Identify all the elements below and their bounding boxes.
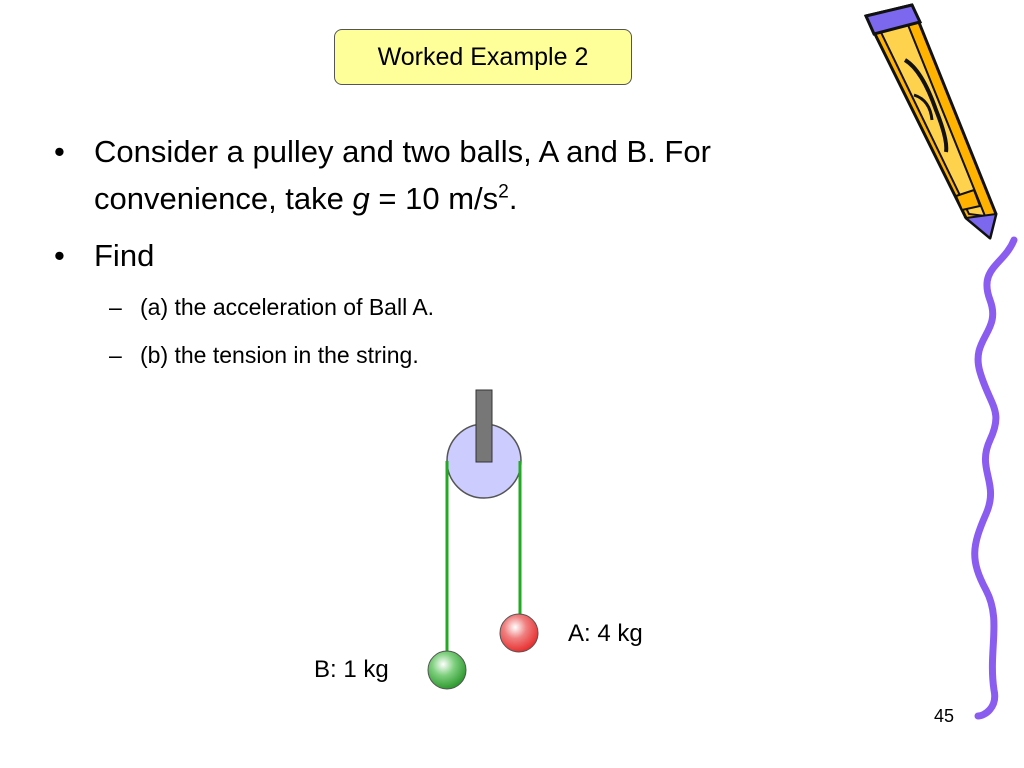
pulley-diagram — [427, 389, 539, 690]
bullet-symbol: • — [54, 134, 65, 169]
ball-a-label: A: 4 kg — [568, 620, 643, 647]
squiggle-decoration — [971, 236, 1018, 720]
bullet-item-1: • Consider a pulley and two balls, A and… — [54, 128, 711, 222]
slide-page-number: 45 — [934, 706, 955, 726]
ball-b — [427, 650, 467, 690]
sub-item-a-text: (a) the acceleration of Ball A. — [140, 294, 435, 320]
bullet-1-line-2-mid: = 10 m/s — [369, 181, 499, 216]
pencil-icon — [863, 3, 998, 240]
bullet-symbol: • — [54, 238, 65, 273]
pulley-mount-rod — [475, 389, 493, 463]
bullet-1-line-2: convenience, take g = 10 m/s2. — [94, 175, 711, 222]
dash-symbol: – — [109, 342, 122, 368]
bullet-2-text: Find — [94, 238, 155, 273]
bullet-1-line-2-post: . — [508, 181, 518, 216]
bullet-1-line-1: Consider a pulley and two balls, A and B… — [94, 134, 711, 169]
gravity-variable: g — [352, 181, 370, 216]
sub-item-b: – (b) the tension in the string. — [109, 340, 419, 370]
sub-item-b-text: (b) the tension in the string. — [140, 342, 419, 368]
slide-title-box: Worked Example 2 — [334, 29, 632, 85]
bullet-item-2: • Find — [54, 232, 155, 279]
ball-a — [499, 613, 539, 653]
slide-title: Worked Example 2 — [377, 42, 589, 71]
sub-item-a: – (a) the acceleration of Ball A. — [109, 292, 435, 322]
exponent: 2 — [498, 181, 509, 203]
bullet-1-line-2-pre: convenience, take — [94, 181, 353, 216]
dash-symbol: – — [109, 294, 122, 320]
ball-b-label: B: 1 kg — [314, 656, 389, 683]
